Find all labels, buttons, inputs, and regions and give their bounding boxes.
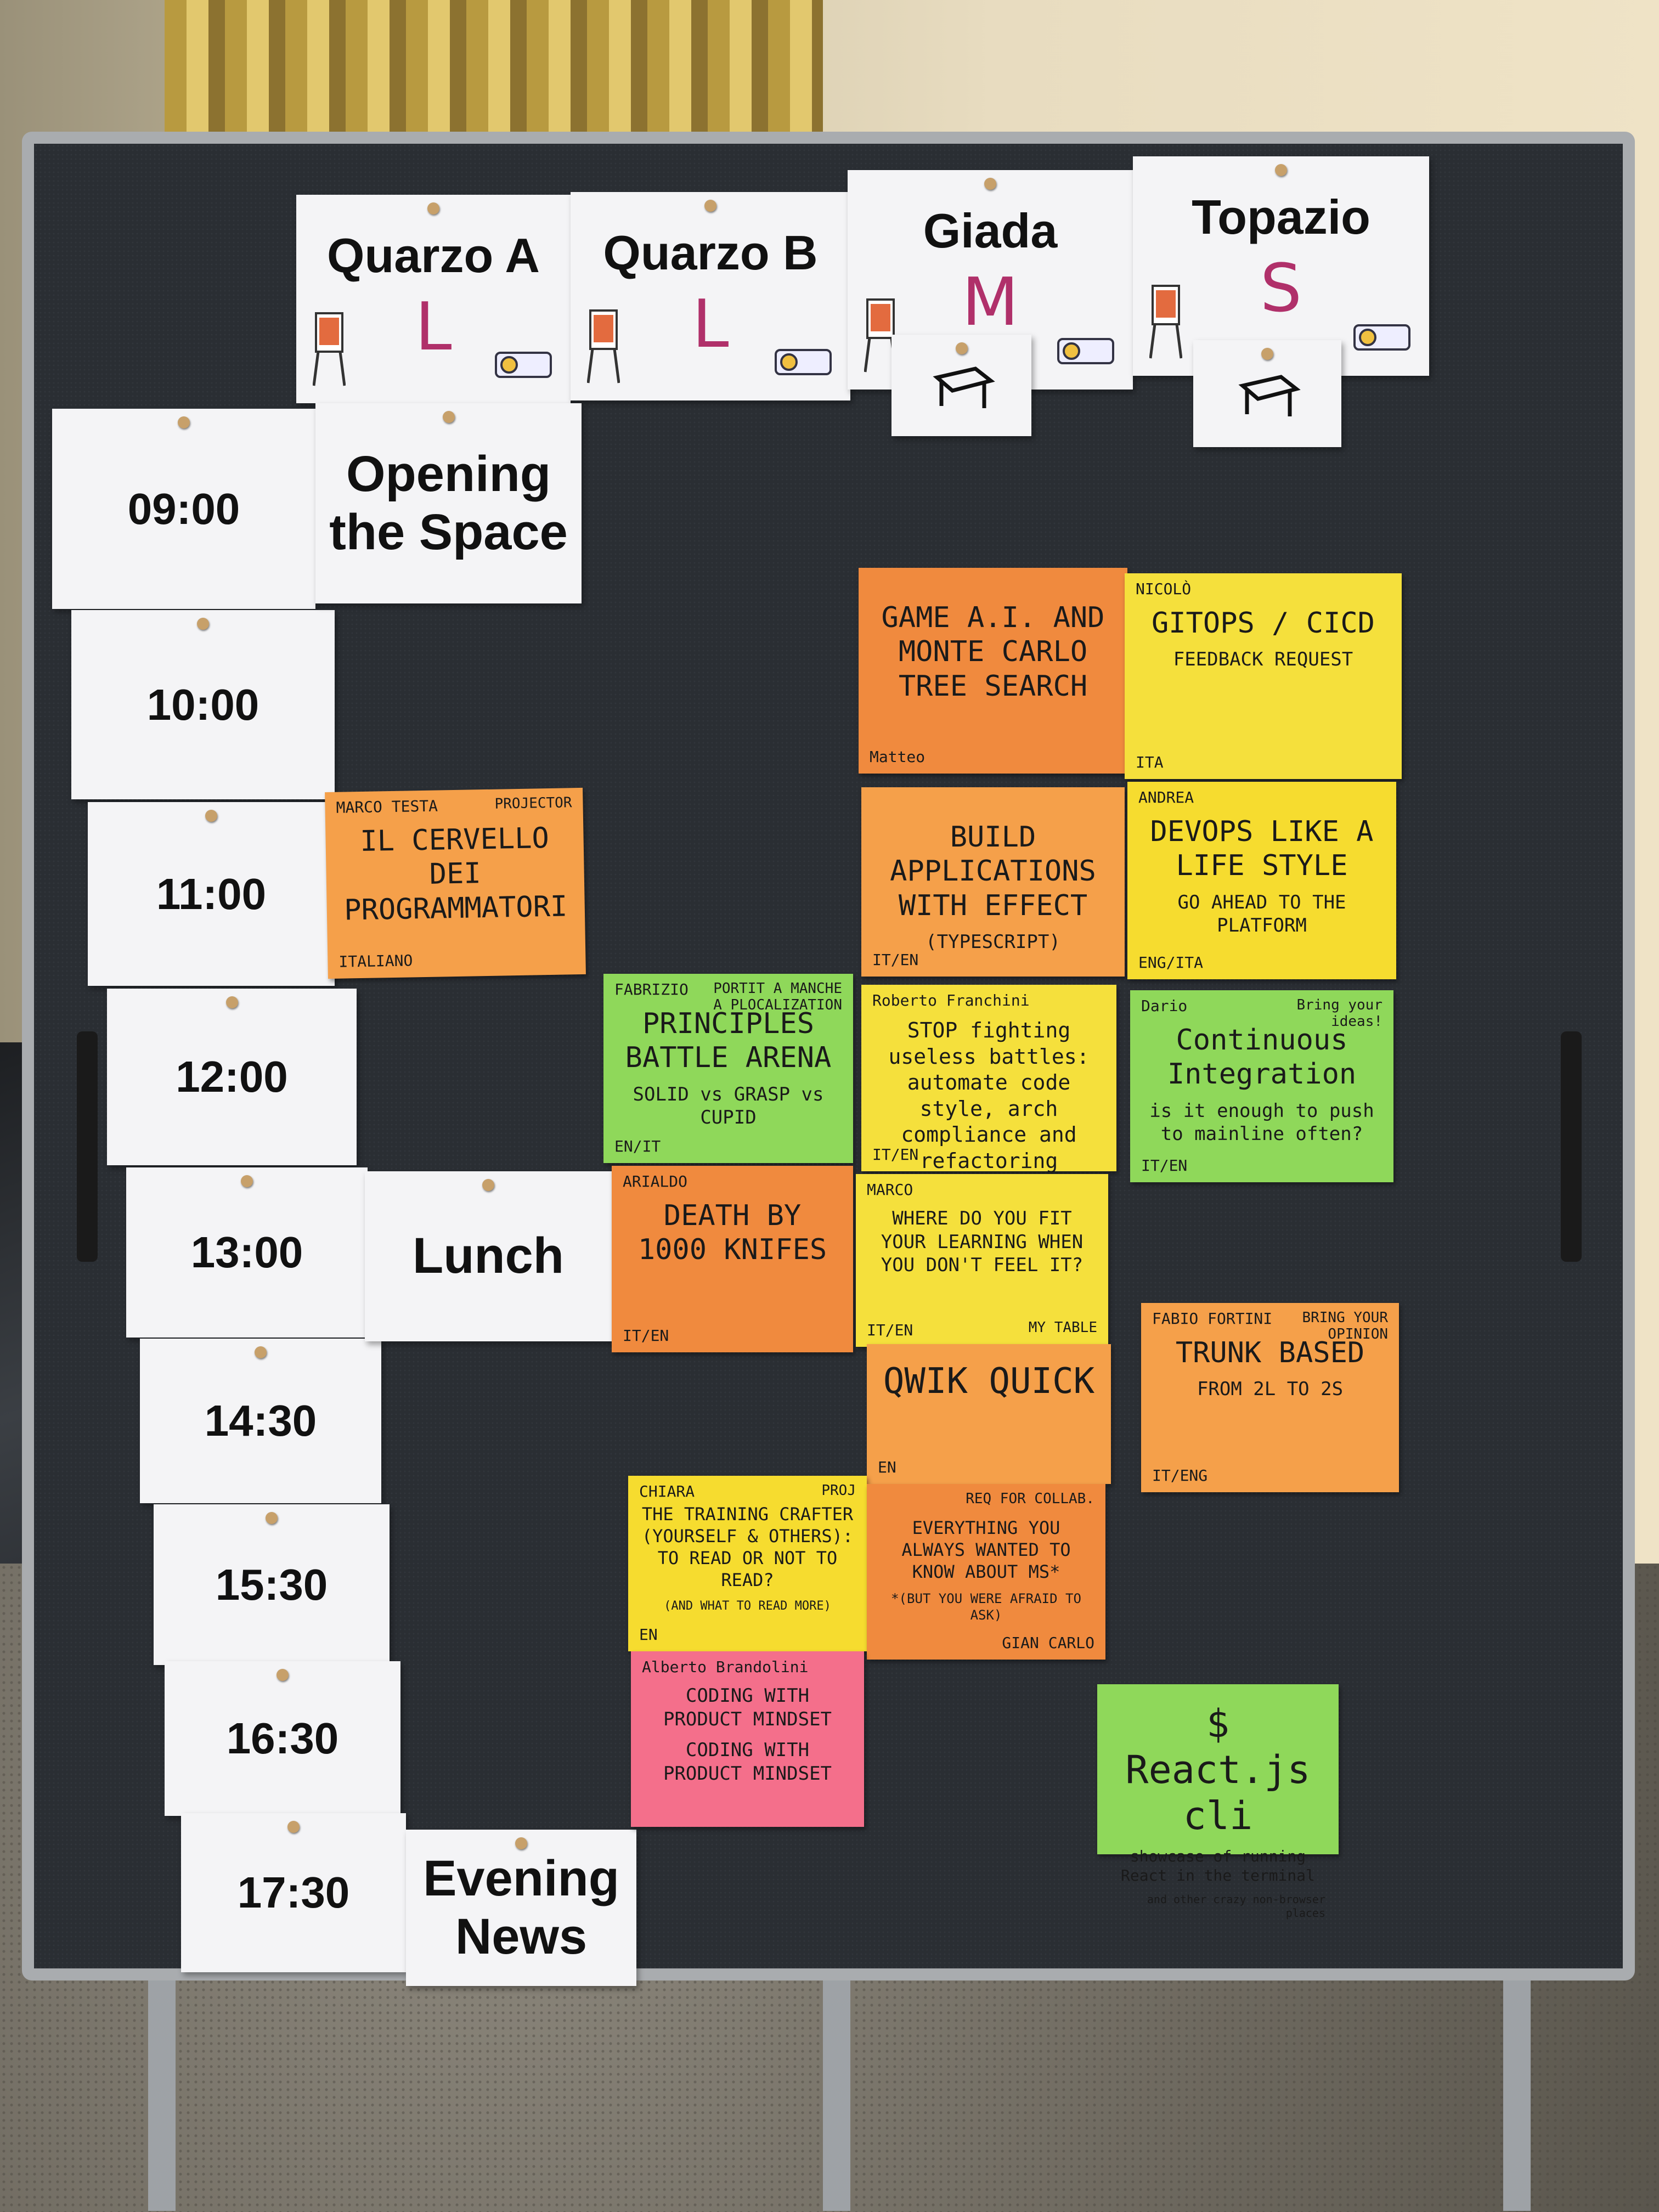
session-trunk-based: FABIO FORTINI BRING YOUR OPINION TRUNK B… [1141,1303,1399,1492]
time-slot: 14:30 [140,1339,381,1503]
pushpin-icon [955,342,968,354]
room-card-topazio: Topazio S [1133,156,1429,376]
easel-icon [313,312,346,386]
pushpin-icon [427,202,439,215]
session-qwik: QWIK QUICK EN [867,1344,1111,1484]
session-ms: REQ FOR COLLAB. EVERYTHING YOU ALWAYS WA… [867,1484,1105,1660]
easel-icon [587,309,620,383]
room-name: Giada [923,204,1058,258]
session-devops: ANDREA DEVOPS LIKE A LIFE STYLE GO AHEAD… [1127,782,1396,979]
session-continuous-integration: Dario Bring your ideas! Continuous Integ… [1130,990,1393,1182]
stand-leg-right [1503,1953,1531,2211]
session-learning: MARCO WHERE DO YOU FIT YOUR LEARNING WHE… [856,1174,1108,1347]
room-name: Quarzo B [603,225,818,280]
projector-icon [1057,338,1114,364]
session-stop-fighting: Roberto Franchini STOP fighting useless … [861,985,1116,1173]
evening-news-card: Evening News [406,1830,636,1986]
time-slot: 11:00 [88,802,335,986]
table-card-giada [891,335,1031,436]
session-death-by-knifes: ARIALDO DEATH BY 1000 KNIFES IT/EN [612,1166,853,1352]
room-size: L [692,286,729,363]
room-card-quarzo-a: Quarzo A L [296,195,571,403]
time-slot: 15:30 [154,1504,390,1665]
table-icon [932,366,995,408]
easel-icon [864,298,897,373]
pushpin-icon [984,178,996,190]
projector-icon [1353,324,1410,351]
session-react-cli: $ React.js cli showcase of running React… [1097,1684,1339,1920]
board-clip-left [77,1031,98,1262]
pushpin-icon [1275,164,1287,176]
session-cervello: MARCO TESTA PROJECTOR IL CERVELLO DEI PR… [325,787,586,979]
room-name: Quarzo A [327,228,540,283]
pushpin-icon [1261,348,1273,360]
session-game-ai: GAME A.I. AND MONTE CARLO TREE SEARCH Ma… [859,568,1127,774]
session-coding-product-mindset: Alberto Brandolini CODING WITH PRODUCT M… [631,1651,864,1827]
room-card-quarzo-b: Quarzo B L [571,192,850,400]
session-principles: FABRIZIO PORTIT A MANCHE A PLOCALIZATION… [603,974,853,1163]
stand-leg-left [148,1953,176,2211]
time-slot: 13:00 [126,1167,368,1338]
board-clip-right [1561,1031,1582,1262]
table-icon [1238,374,1301,416]
room-size: M [962,264,1019,341]
session-build-apps: BUILD APPLICATIONS WITH EFFECT (TYPESCRI… [861,787,1125,977]
session-training-crafter: CHIARA PROJ THE TRAINING CRAFTER (YOURSE… [628,1476,867,1651]
table-card-topazio [1193,340,1341,447]
projector-icon [495,352,552,378]
time-slot: 12:00 [107,989,357,1165]
room-size: L [415,289,452,365]
time-slot: 10:00 [71,610,335,799]
projector-icon [775,349,832,375]
time-slot: 09:00 [52,409,315,609]
stand-leg-center [823,1975,850,2211]
pushpin-icon [704,200,716,212]
room-name: Topazio [1192,190,1370,244]
room-size: S [1260,251,1302,327]
lunch-card: Lunch [365,1171,612,1341]
time-slot: 17:30 [181,1813,406,1972]
opening-card: Opening the Space [315,403,582,603]
easel-icon [1149,285,1182,359]
time-slot: 16:30 [165,1661,400,1816]
session-gitops: NICOLÒ GITOPS / CICD FEEDBACK REQUEST IT… [1125,573,1402,779]
